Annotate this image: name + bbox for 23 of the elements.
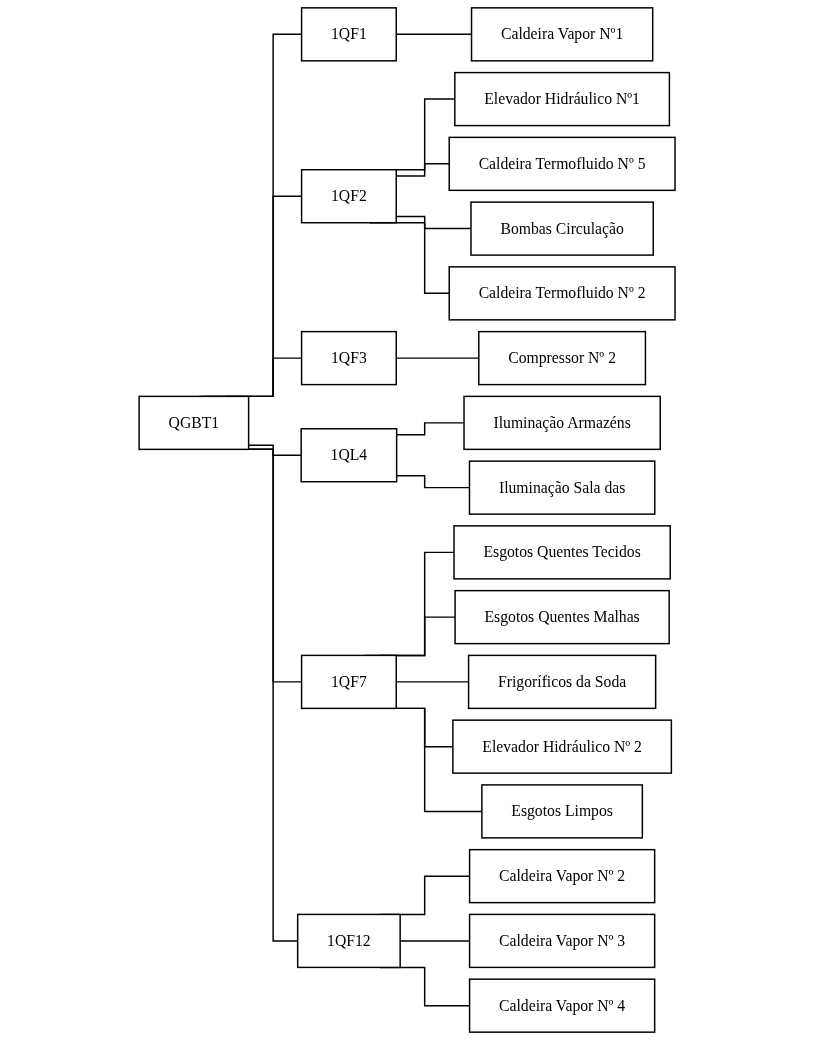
node-box: Compressor Nº 2 (478, 330, 647, 386)
node-box: 1QF7 (301, 654, 398, 710)
node-box: Iluminação Armazéns (463, 395, 662, 451)
node-box: 1QF3 (301, 330, 398, 386)
node-box: Caldeira Termofluido Nº 5 (448, 136, 677, 192)
node-box: Esgotos Limpos (481, 784, 644, 839)
node-box: Bombas Circulação (470, 201, 655, 256)
node-box: QGBT1 (138, 395, 250, 451)
node-box: Caldeira Vapor Nº 3 (469, 913, 656, 969)
node-box: Iluminação Sala das (469, 460, 656, 515)
node-box: Caldeira Vapor Nº1 (471, 7, 654, 62)
node-box: Esgotos Quentes Malhas (454, 589, 671, 645)
node-box: 1QF1 (301, 7, 398, 62)
node-box: 1QF2 (301, 169, 398, 224)
node-box: Esgotos Quentes Tecidos (453, 525, 672, 580)
node-box: Caldeira Vapor Nº 4 (469, 978, 656, 1033)
node-box: Caldeira Vapor Nº 2 (469, 848, 656, 904)
node-box: Elevador Hidráulico Nº1 (454, 71, 671, 127)
node-box: 1QL4 (300, 428, 398, 483)
node-box: Elevador Hidráulico Nº 2 (452, 719, 673, 774)
node-box: 1QF12 (297, 913, 402, 969)
node-box: Frigoríficos da Soda (468, 654, 657, 710)
node-box: Caldeira Termofluido Nº 2 (448, 266, 677, 321)
